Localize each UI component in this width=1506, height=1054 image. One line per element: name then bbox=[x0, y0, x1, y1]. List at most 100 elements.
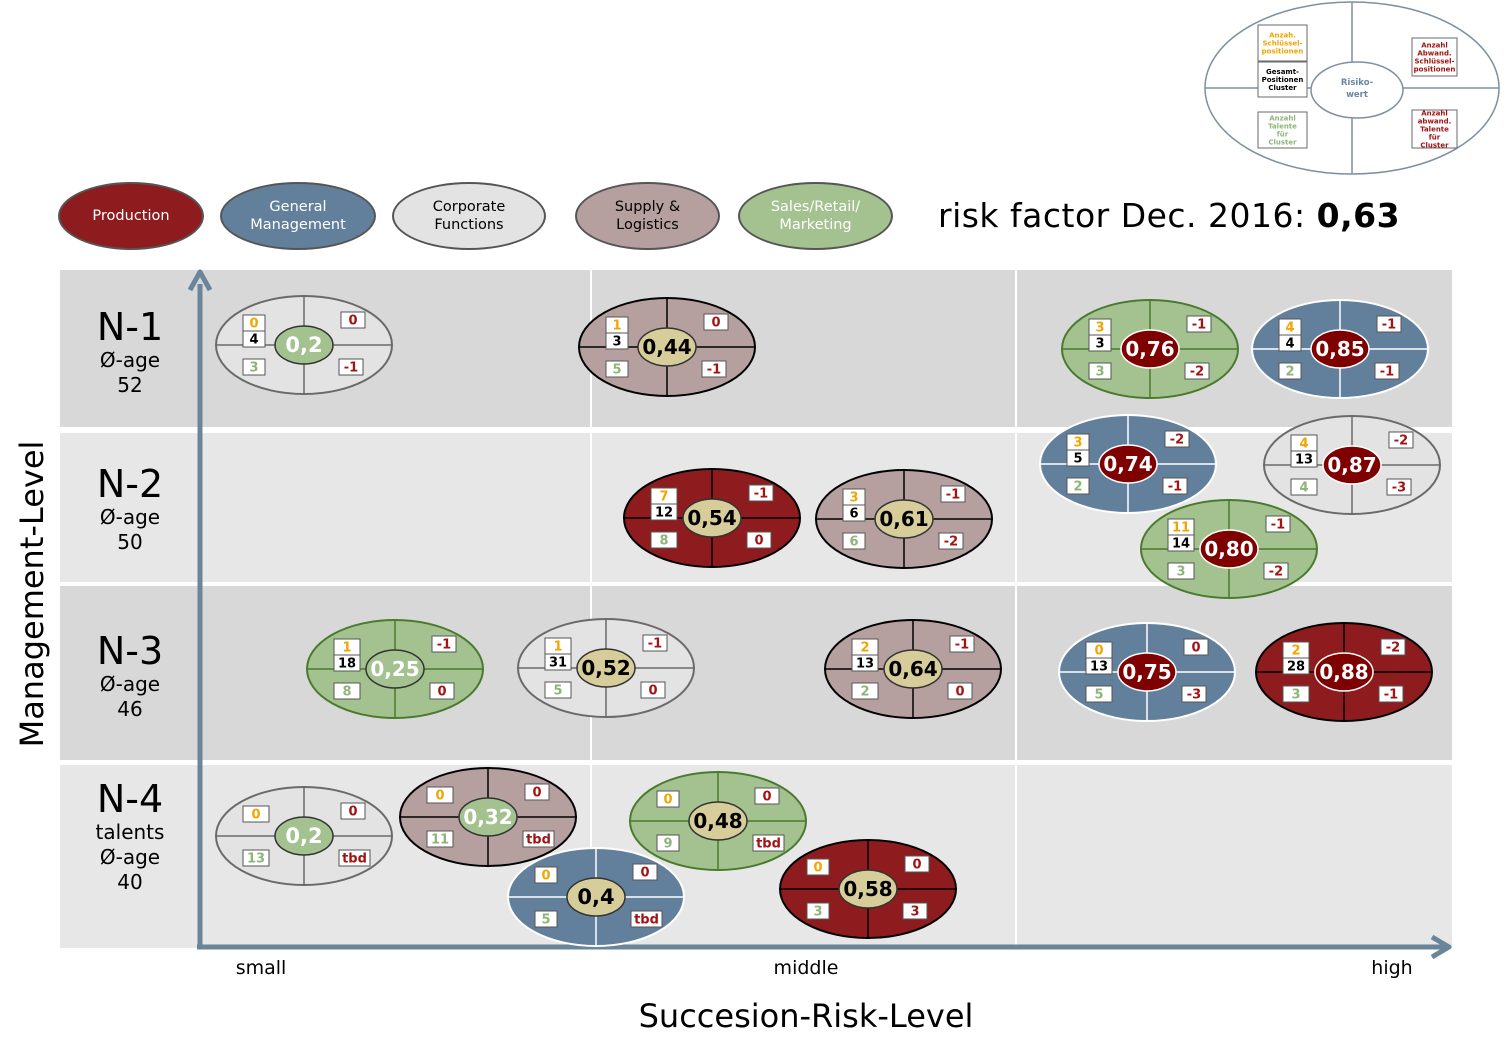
cluster-abw-key: -1 bbox=[437, 638, 451, 653]
cluster-center bbox=[1120, 329, 1180, 369]
cluster-total-positions-box bbox=[851, 654, 879, 672]
cluster-abw-key-box bbox=[524, 783, 550, 801]
cluster-risk-value: 0,87 bbox=[1327, 453, 1376, 477]
cluster-risk-value: 0,48 bbox=[693, 809, 742, 833]
cluster-talents-box bbox=[534, 910, 558, 928]
cluster-abw-talents-box bbox=[1184, 362, 1210, 380]
key-middle-left-line: Positionen bbox=[1262, 76, 1304, 84]
cluster-total-positions: 28 bbox=[1287, 660, 1305, 675]
cluster-center bbox=[365, 649, 425, 689]
cluster-abw-talents: -2 bbox=[1190, 365, 1204, 380]
cluster-abw-talents-box bbox=[1386, 478, 1412, 496]
cluster-key-positions-box bbox=[242, 805, 270, 823]
legend-label: Corporate Functions bbox=[432, 199, 506, 233]
cluster-abw-key: -1 bbox=[1192, 318, 1206, 333]
legend-label: General Management bbox=[250, 199, 346, 233]
axes bbox=[187, 269, 1452, 960]
cluster-abw-key: -1 bbox=[946, 488, 960, 503]
cluster-abw-key: -1 bbox=[1271, 518, 1285, 533]
cluster-talents-box bbox=[806, 902, 830, 920]
cluster-risk-value: 0,64 bbox=[888, 657, 937, 681]
cluster-abw-talents: -3 bbox=[1187, 688, 1201, 703]
cluster-key-positions: 0 bbox=[663, 793, 672, 808]
cluster-abw-talents: -1 bbox=[707, 363, 721, 378]
cluster-talents: 3 bbox=[813, 905, 822, 920]
cluster-total-positions: 13 bbox=[856, 657, 874, 672]
cluster-talents-box bbox=[842, 532, 866, 550]
cluster-talents: 3 bbox=[1095, 365, 1104, 380]
key-top-left-line: positionen bbox=[1262, 48, 1304, 56]
cluster-abw-key-box bbox=[340, 311, 366, 329]
x-axis-label: Succesion-Risk-Level bbox=[638, 997, 974, 1035]
cluster-total-positions-box bbox=[1085, 657, 1113, 675]
cluster-risk-value: 0,76 bbox=[1125, 337, 1174, 361]
cluster-center bbox=[1314, 652, 1374, 692]
cluster-abw-talents: -1 bbox=[344, 361, 358, 376]
cluster-abw-key-box bbox=[632, 863, 658, 881]
key-bottom-right-line: Talente bbox=[1420, 126, 1449, 134]
cluster-abw-talents: 0 bbox=[955, 685, 964, 700]
key-bottom-right-line: für bbox=[1429, 134, 1441, 142]
cluster-risk-value: 0,75 bbox=[1122, 660, 1171, 684]
cluster-abw-key-box bbox=[1388, 431, 1414, 449]
cluster-risk-value: 0,2 bbox=[285, 824, 322, 848]
cluster-talents: 3 bbox=[1291, 688, 1300, 703]
cluster-total-positions-box bbox=[242, 330, 266, 348]
cluster-center bbox=[1098, 444, 1158, 484]
cluster-center bbox=[688, 801, 748, 841]
cluster-talents: 2 bbox=[1285, 365, 1294, 380]
cluster-total-positions-box bbox=[333, 654, 361, 672]
cluster-center bbox=[1322, 445, 1382, 485]
cluster-talents: 9 bbox=[663, 837, 672, 852]
cluster-key-positions: 4 bbox=[1285, 321, 1294, 336]
cluster-abw-key: 0 bbox=[912, 858, 921, 873]
cluster-abw-talents: 0 bbox=[648, 684, 657, 699]
cluster-abw-talents-box bbox=[1181, 685, 1207, 703]
key-top-right-box bbox=[1411, 37, 1458, 77]
cluster-risk-value: 0,58 bbox=[843, 877, 892, 901]
cluster-center bbox=[274, 325, 334, 365]
x-tick-middle: middle bbox=[773, 957, 839, 979]
cluster-abw-talents-box bbox=[338, 358, 364, 376]
cluster-risk-value: 0,4 bbox=[577, 885, 614, 909]
cluster-key-positions: 3 bbox=[849, 491, 858, 506]
key-top-left-line: Schlüssel- bbox=[1263, 40, 1303, 48]
cluster-abw-talents: -3 bbox=[1392, 481, 1406, 496]
cluster-talents-box bbox=[1167, 562, 1195, 580]
cluster-talents-box bbox=[1290, 478, 1318, 496]
key-middle-left-line: Gesamt- bbox=[1266, 68, 1299, 76]
key-middle-left-line: Cluster bbox=[1268, 84, 1297, 92]
cluster-abw-key-box bbox=[1376, 315, 1402, 333]
key-bottom-left-line: Talente bbox=[1268, 123, 1297, 131]
cluster-total-positions-box bbox=[1282, 657, 1310, 675]
row-age: Ø-age 50 bbox=[99, 505, 161, 554]
cluster-key-positions: 7 bbox=[659, 490, 668, 505]
y-axis-arrowhead bbox=[187, 269, 213, 292]
row-level: N-1 bbox=[96, 305, 164, 349]
key-bottom-left-line: Cluster bbox=[1268, 139, 1297, 147]
cluster-talents-box bbox=[650, 531, 678, 549]
cluster-abw-talents: tbd bbox=[526, 833, 551, 848]
cluster-abw-key-box bbox=[1265, 515, 1291, 533]
cluster-risk-value: 0,32 bbox=[463, 805, 512, 829]
row-level: N-3 bbox=[96, 629, 164, 673]
cluster-talents: 5 bbox=[553, 684, 562, 699]
cluster-center bbox=[838, 869, 898, 909]
risk-factor-label: risk factor Dec. 2016: bbox=[938, 196, 1317, 235]
legend-general-management: General Management bbox=[220, 182, 376, 250]
cluster-total-positions-box bbox=[842, 504, 866, 522]
cluster-abw-talents-box bbox=[640, 681, 666, 699]
cluster-total-positions: 4 bbox=[249, 333, 258, 348]
key-top-right-line: Abwand. bbox=[1417, 50, 1451, 58]
row-age: Ø-age 46 bbox=[99, 672, 161, 721]
